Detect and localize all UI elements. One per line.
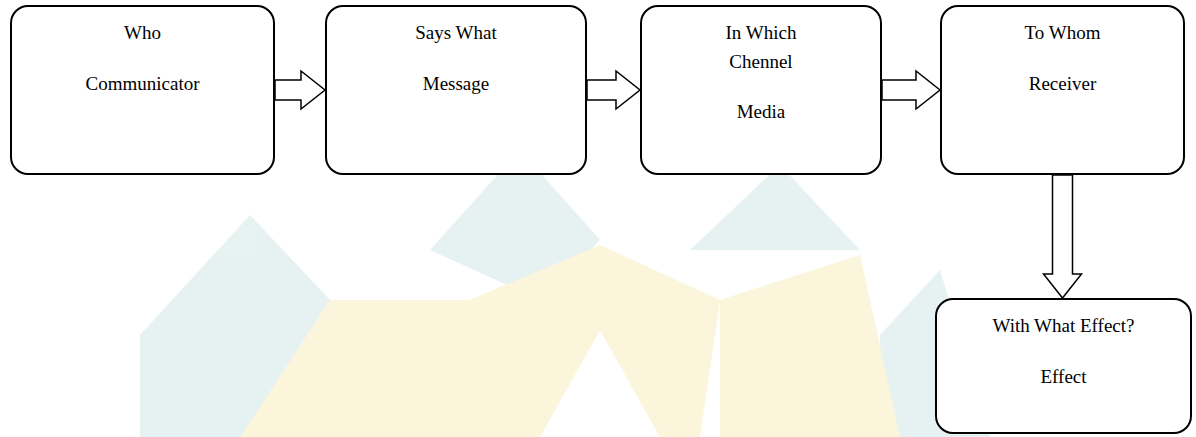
question-label: In Which Chennel xyxy=(711,19,811,76)
block-arrow xyxy=(882,71,940,109)
process-box: WhoCommunicator xyxy=(10,5,275,175)
process-box: In Which ChennelMedia xyxy=(640,5,882,175)
element-label: Media xyxy=(737,98,786,127)
element-label: Receiver xyxy=(1029,70,1097,99)
block-arrow xyxy=(1044,175,1082,298)
process-box: To WhomReceiver xyxy=(940,5,1185,175)
question-label: Who xyxy=(124,19,161,48)
process-box: Says WhatMessage xyxy=(325,5,587,175)
question-label: Says What xyxy=(415,19,496,48)
question-label: To Whom xyxy=(1025,19,1101,48)
element-label: Message xyxy=(423,70,489,99)
block-arrow xyxy=(587,71,640,109)
element-label: Communicator xyxy=(86,70,200,99)
process-box: With What Effect? Effect xyxy=(935,298,1192,434)
block-arrow xyxy=(275,71,325,109)
question-label: With What Effect? xyxy=(992,312,1134,341)
element-label: Effect xyxy=(1040,363,1086,392)
